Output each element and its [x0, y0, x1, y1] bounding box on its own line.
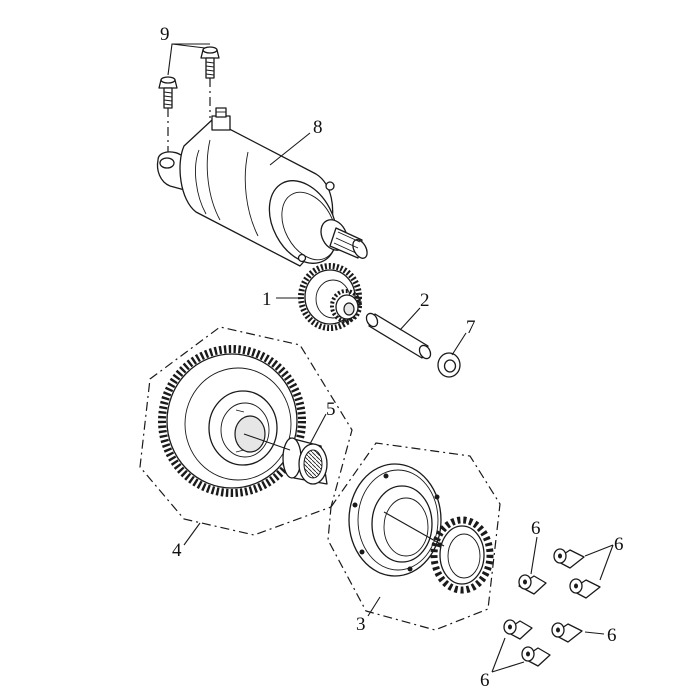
callout-5: 5 — [326, 399, 336, 420]
callout-9: 9 — [160, 24, 170, 45]
callout-7: 7 — [466, 317, 476, 338]
leader-lines — [167, 43, 614, 673]
callout-6-right-pair: 6 — [614, 534, 624, 555]
callout-6-bottom: 6 — [480, 670, 490, 691]
one-way-clutch-assembly — [327, 442, 501, 631]
callout-4: 4 — [172, 540, 182, 561]
starter-idle-gear — [298, 263, 362, 331]
needle-bearing — [282, 437, 328, 485]
socket-bolt-1 — [518, 574, 547, 595]
socket-bolt-2 — [553, 548, 585, 569]
callout-3: 3 — [356, 614, 366, 635]
socket-bolt-3 — [569, 578, 601, 599]
socket-bolt-6 — [521, 646, 551, 667]
callout-2: 2 — [420, 290, 430, 311]
gear-shaft — [365, 312, 432, 360]
callout-6-top: 6 — [531, 518, 541, 539]
mounting-bolt-right — [200, 46, 220, 118]
starter-motor — [156, 107, 368, 267]
driven-gear-assembly — [139, 326, 353, 536]
callout-1: 1 — [262, 289, 272, 310]
callout-6-right: 6 — [607, 625, 617, 646]
socket-bolt-5 — [551, 622, 583, 643]
callout-8: 8 — [313, 117, 323, 138]
socket-bolt-4 — [503, 619, 533, 640]
washer — [437, 352, 461, 378]
callout-labels: 9 8 1 2 7 5 4 3 6 6 6 6 — [160, 24, 624, 691]
mounting-bolt-left — [158, 76, 178, 160]
